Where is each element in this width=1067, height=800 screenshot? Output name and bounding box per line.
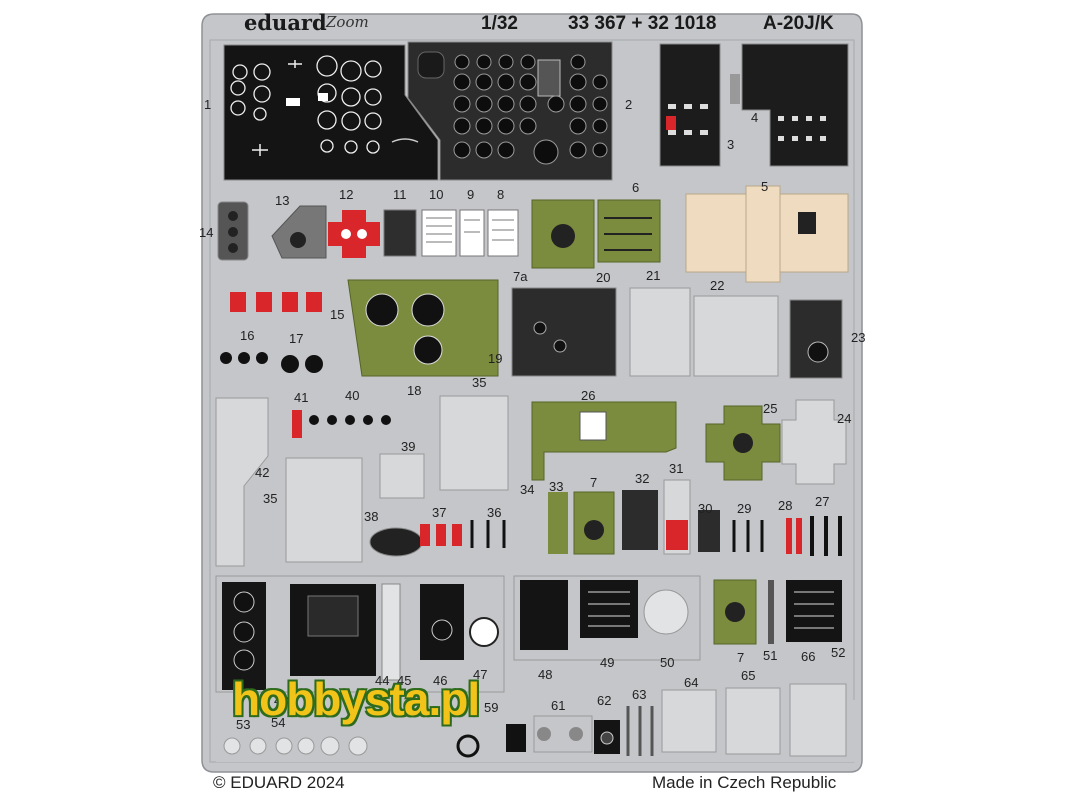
part-number: 16 [240,328,255,343]
instrument-panel-part-2 [407,41,613,181]
part-number: 42 [255,465,270,480]
part-number: 34 [520,482,535,497]
part-number: 51 [763,648,778,663]
part-number: 37 [432,505,447,520]
part-number: 66 [801,649,816,664]
part-number: 32 [635,471,650,486]
part-number: 28 [778,498,793,513]
row-6-parts [216,683,856,762]
part-number: 45 [397,673,412,688]
part-number: 40 [345,388,360,403]
part-number: 17 [289,331,304,346]
part-number: 2 [625,97,633,112]
copyright-text: © EDUARD 2024 [213,773,345,792]
part-number: 23 [851,330,866,345]
brand-logo-text: eduard [244,10,327,35]
part-number: 7a [513,269,528,284]
part-number: 24 [837,411,852,426]
part-number: 15 [330,307,345,322]
part-number: 6 [632,180,640,195]
part-number: 54 [271,715,286,730]
part-number: 20 [596,270,611,285]
origin-text: Made in Czech Republic [652,773,837,792]
part-number: 29 [737,501,752,516]
part-number: 43 [274,693,289,708]
side-panels-part-3-4 [659,43,849,167]
part-number: 39 [401,439,416,454]
part-number: 52 [831,645,846,660]
watermark-text: hobbysta.pl [232,673,480,725]
part-number: 14 [199,225,214,240]
part-number: 31 [669,461,684,476]
part-number: 35 [263,491,278,506]
row-5-parts [215,575,842,693]
part-number: 4 [751,110,759,125]
part-number: 61 [551,698,566,713]
part-number: 22 [710,278,725,293]
part-number: 59 [484,700,499,715]
part-number: 30 [698,501,713,516]
zoom-logo-text: Zoom [326,13,369,31]
scale-label: 1/32 [481,13,518,34]
row-3-parts [220,279,843,379]
part-number: 38 [364,509,379,524]
product-code: 33 367 + 32 1018 [568,13,717,34]
part-number: 13 [275,193,290,208]
part-number: 3 [727,137,735,152]
part-number: 47 [473,667,488,682]
part-number: 44 [375,673,390,688]
part-number: 12 [339,187,354,202]
part-number: 33 [549,479,564,494]
part-number: 18 [407,383,422,398]
part-number: 27 [815,494,830,509]
row-2-parts [217,185,849,283]
part-number: 26 [581,388,596,403]
part-number: 50 [660,655,675,670]
part-number: 64 [684,675,699,690]
part-number: 48 [538,667,553,682]
part-number: 25 [763,401,778,416]
part-number: 41 [294,390,309,405]
part-number: 11 [393,187,407,202]
row-4-parts [215,395,847,567]
part-number: 36 [487,505,502,520]
part-number: 62 [597,693,612,708]
part-number: 5 [761,179,769,194]
part-number: 10 [429,187,444,202]
part-number: 53 [236,717,251,732]
part-number: 1 [204,97,212,112]
part-number: 7 [737,650,745,665]
model-label: A-20J/K [763,13,834,34]
part-number: 8 [497,187,505,202]
part-number: 19 [488,351,503,366]
part-number: 35 [472,375,487,390]
part-number: 9 [467,187,475,202]
part-number: 63 [632,687,647,702]
part-number: 7 [590,475,598,490]
part-number: 46 [433,673,448,688]
instrument-panel-part-1 [223,44,439,181]
part-number: 65 [741,668,756,683]
part-number: 21 [646,268,661,283]
part-number: 49 [600,655,615,670]
